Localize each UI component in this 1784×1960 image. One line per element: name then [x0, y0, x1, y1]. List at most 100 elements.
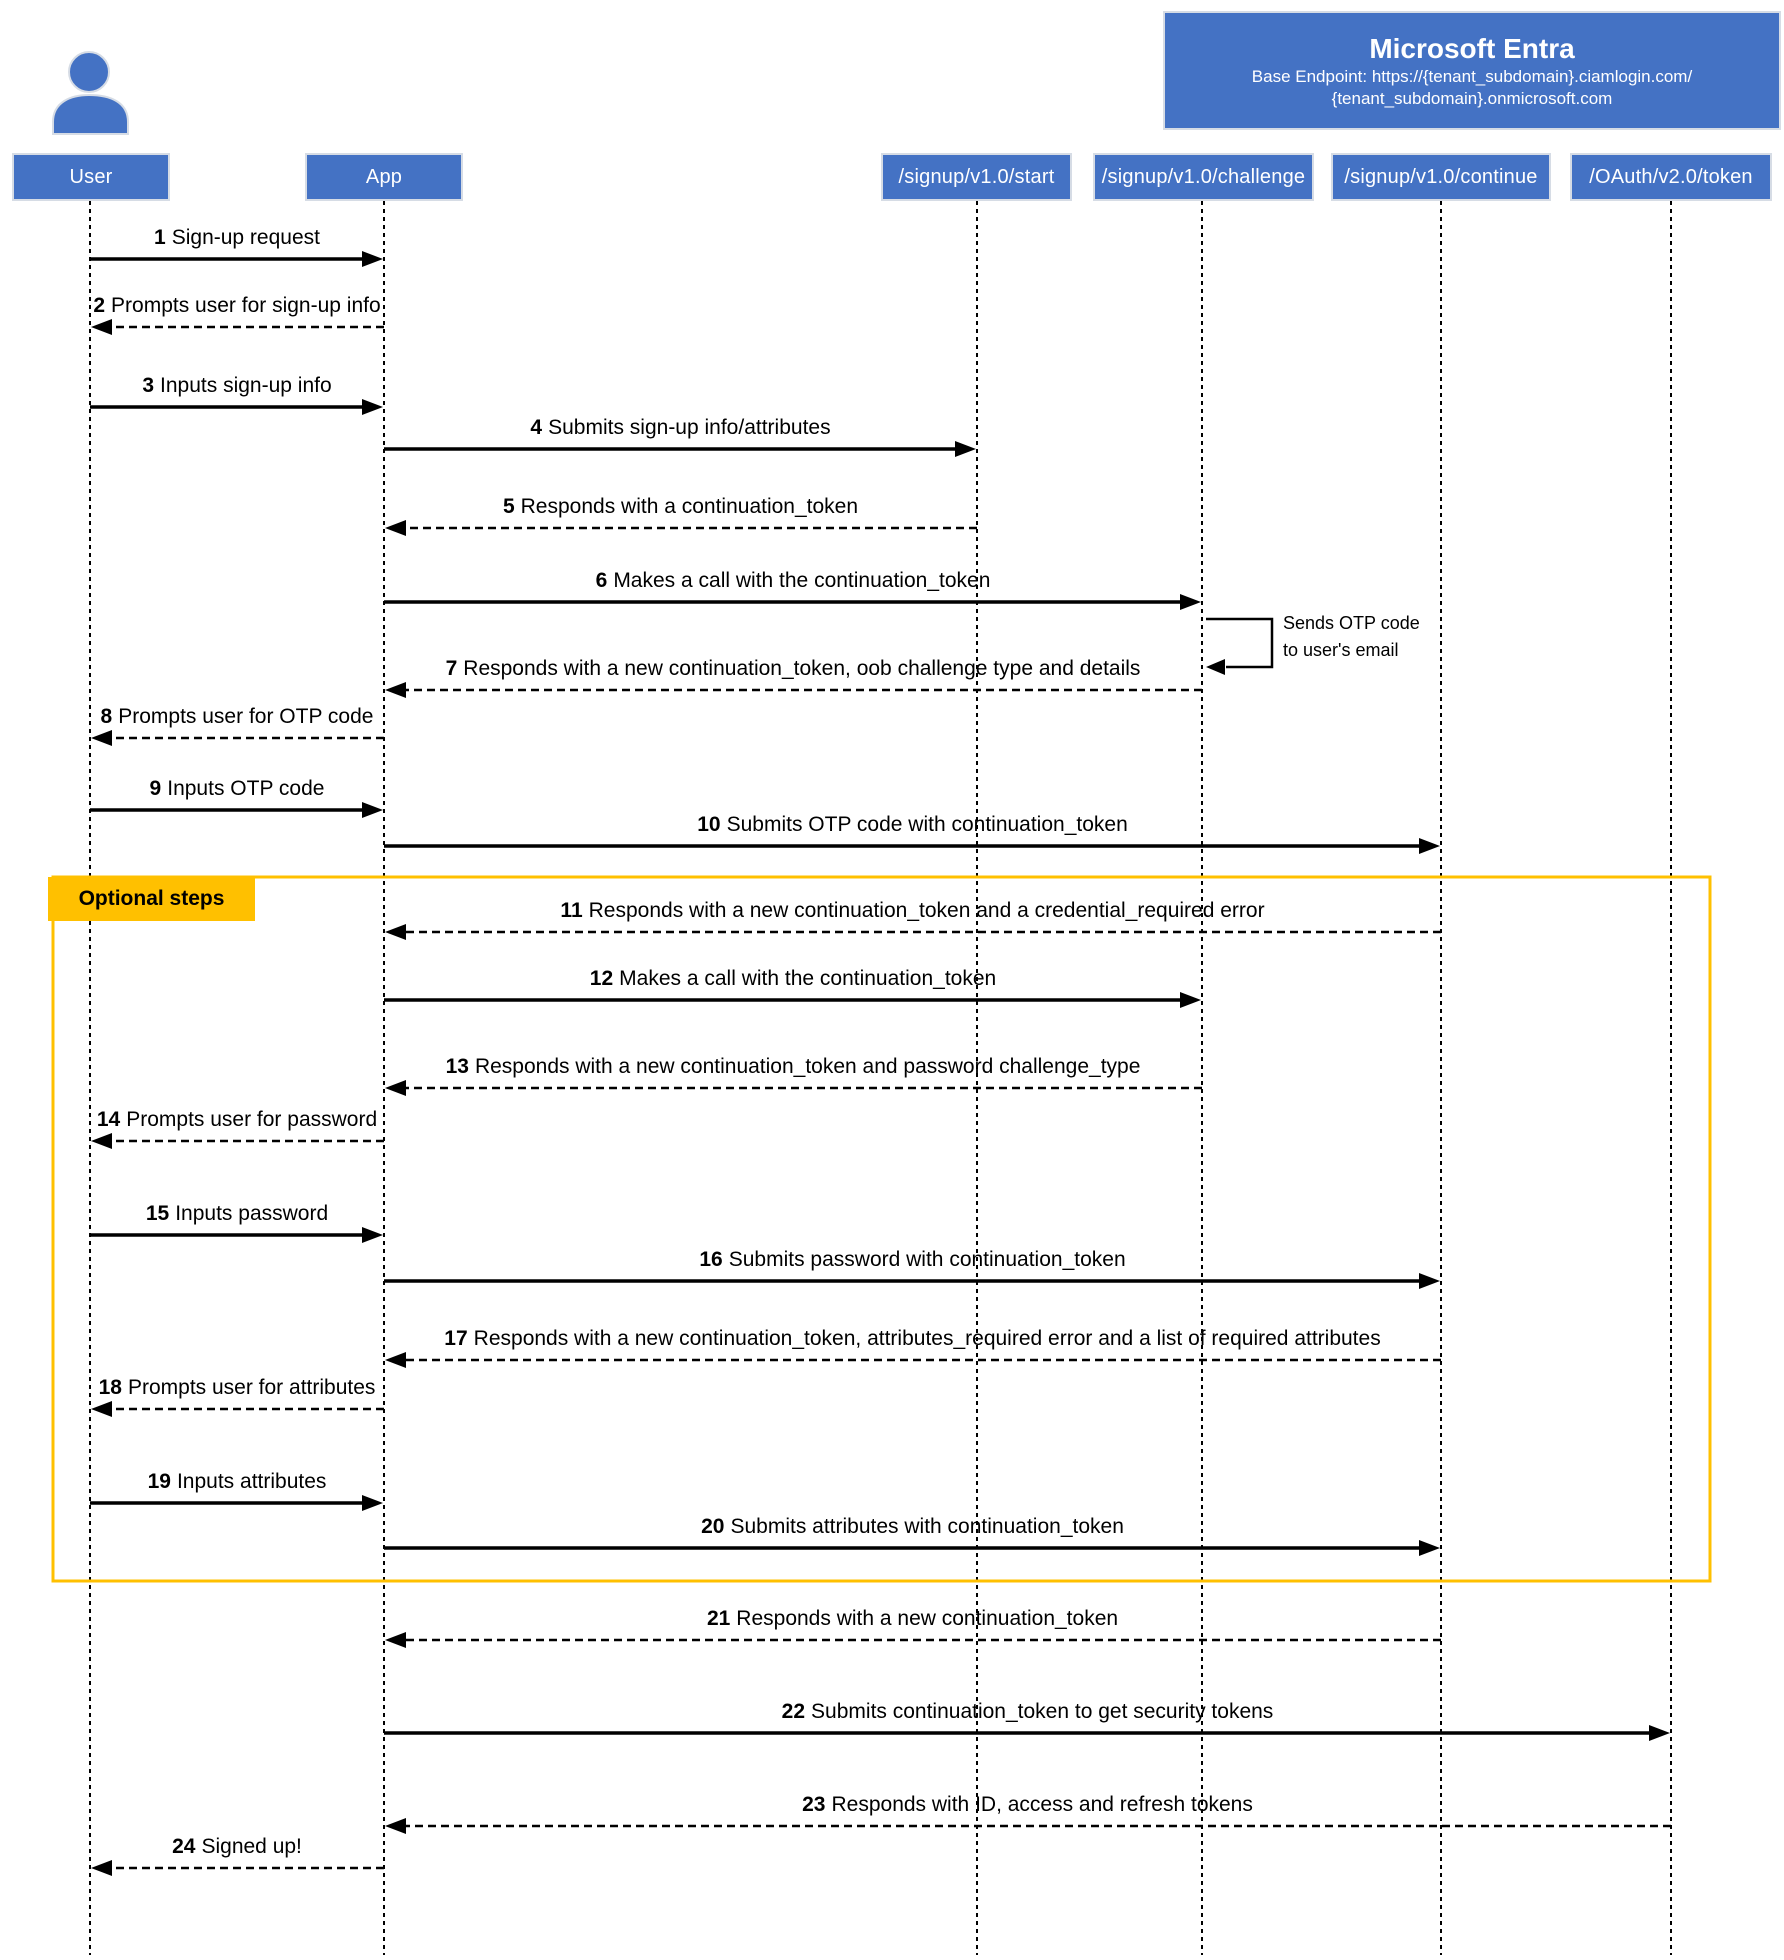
message-arrowhead-7	[385, 682, 406, 698]
message-number: 11	[560, 899, 583, 922]
person-icon-body	[52, 93, 129, 135]
message-arrowhead-3	[362, 399, 383, 415]
actor-box-continue: /signup/v1.0/continue	[1331, 153, 1551, 201]
message-number: 21	[706, 1607, 731, 1630]
message-number: 2	[93, 294, 106, 317]
otp-self-note: Sends OTP code to user's email	[1283, 610, 1420, 664]
message-number: 19	[147, 1470, 171, 1493]
message-text: Submits password with continuation_token	[728, 1248, 1126, 1271]
message-number: 8	[100, 705, 113, 728]
message-text: Responds with a new continuation_token, …	[473, 1327, 1381, 1350]
message-arrowhead-23	[385, 1818, 406, 1834]
optional-steps-label: Optional steps	[48, 877, 255, 921]
actor-label-user: User	[69, 165, 113, 188]
message-arrowhead-6	[1180, 594, 1201, 610]
message-arrowhead-12	[1180, 992, 1201, 1008]
message-text: Inputs password	[175, 1202, 329, 1225]
actor-box-token: /OAuth/v2.0/token	[1570, 153, 1772, 201]
message-arrowhead-22	[1649, 1725, 1670, 1741]
message-number: 16	[699, 1248, 723, 1271]
message-arrowhead-9	[362, 802, 383, 818]
message-number: 18	[98, 1376, 122, 1399]
message-number: 15	[145, 1202, 170, 1225]
message-text: Prompts user for OTP code	[118, 705, 374, 728]
person-icon	[68, 51, 110, 93]
message-text: Responds with ID, access and refresh tok…	[831, 1793, 1253, 1816]
message-text: Makes a call with the continuation_token	[613, 569, 991, 592]
entra-subtitle-line2: {tenant_subdomain}.onmicrosoft.com	[1331, 88, 1613, 108]
message-text: Makes a call with the continuation_token	[619, 967, 997, 990]
message-text: Inputs attributes	[176, 1470, 327, 1493]
message-arrowhead-16	[1419, 1273, 1440, 1289]
message-number: 13	[445, 1055, 469, 1078]
message-text: Inputs OTP code	[167, 777, 325, 800]
entra-subtitle-line1: Base Endpoint: https://{tenant_subdomain…	[1251, 66, 1693, 86]
entra-title: Microsoft Entra	[1369, 32, 1575, 64]
actor-box-challenge: /signup/v1.0/challenge	[1093, 153, 1314, 201]
message-arrowhead-1	[362, 251, 383, 267]
otp-self-note-line2: to user's email	[1283, 640, 1399, 660]
message-text: Prompts user for attributes	[127, 1376, 376, 1399]
message-arrowhead-14	[91, 1133, 112, 1149]
message-number: 17	[444, 1327, 468, 1350]
message-arrowhead-2	[91, 319, 112, 335]
actor-label-start: /signup/v1.0/start	[898, 165, 1055, 188]
entra-service-box: Microsoft Entra Base Endpoint: https://{…	[1163, 11, 1781, 130]
message-arrowhead-8	[91, 730, 112, 746]
message-number: 5	[502, 495, 515, 518]
message-arrowhead-11	[385, 924, 406, 940]
message-arrowhead-15	[362, 1227, 383, 1243]
message-text: Responds with a continuation_token	[520, 495, 859, 518]
message-arrowhead-18	[91, 1401, 112, 1417]
self-message-arrowhead	[1206, 659, 1225, 675]
actor-box-app: App	[305, 153, 463, 201]
message-arrowhead-10	[1419, 838, 1440, 854]
otp-self-note-line1: Sends OTP code	[1283, 613, 1420, 633]
message-text: Submits sign-up info/attributes	[548, 416, 831, 439]
message-text: Responds with a new continuation_token a…	[588, 899, 1265, 922]
message-number: 4	[530, 416, 543, 439]
message-number: 12	[589, 967, 614, 990]
message-arrowhead-24	[91, 1860, 112, 1876]
message-number: 14	[96, 1108, 121, 1131]
message-number: 7	[445, 657, 458, 680]
actor-box-user: User	[12, 153, 170, 201]
message-text: Sign-up request	[171, 226, 320, 249]
message-text: Submits attributes with continuation_tok…	[730, 1515, 1124, 1538]
message-number: 9	[149, 777, 162, 800]
message-arrowhead-4	[955, 441, 976, 457]
message-text: Responds with a new continuation_token	[736, 1607, 1119, 1630]
message-number: 1	[154, 226, 166, 249]
self-message-hook	[1206, 617, 1274, 669]
actor-label-app: App	[365, 165, 403, 188]
message-number: 10	[697, 813, 721, 836]
message-text: Signed up!	[201, 1835, 302, 1858]
message-number: 3	[142, 374, 155, 397]
message-arrowhead-19	[362, 1495, 383, 1511]
message-number: 23	[802, 1793, 826, 1816]
message-text: Responds with a new continuation_token a…	[474, 1055, 1141, 1078]
actor-box-start: /signup/v1.0/start	[881, 153, 1072, 201]
message-text: Responds with a new continuation_token, …	[463, 657, 1141, 680]
message-arrowhead-21	[385, 1632, 406, 1648]
